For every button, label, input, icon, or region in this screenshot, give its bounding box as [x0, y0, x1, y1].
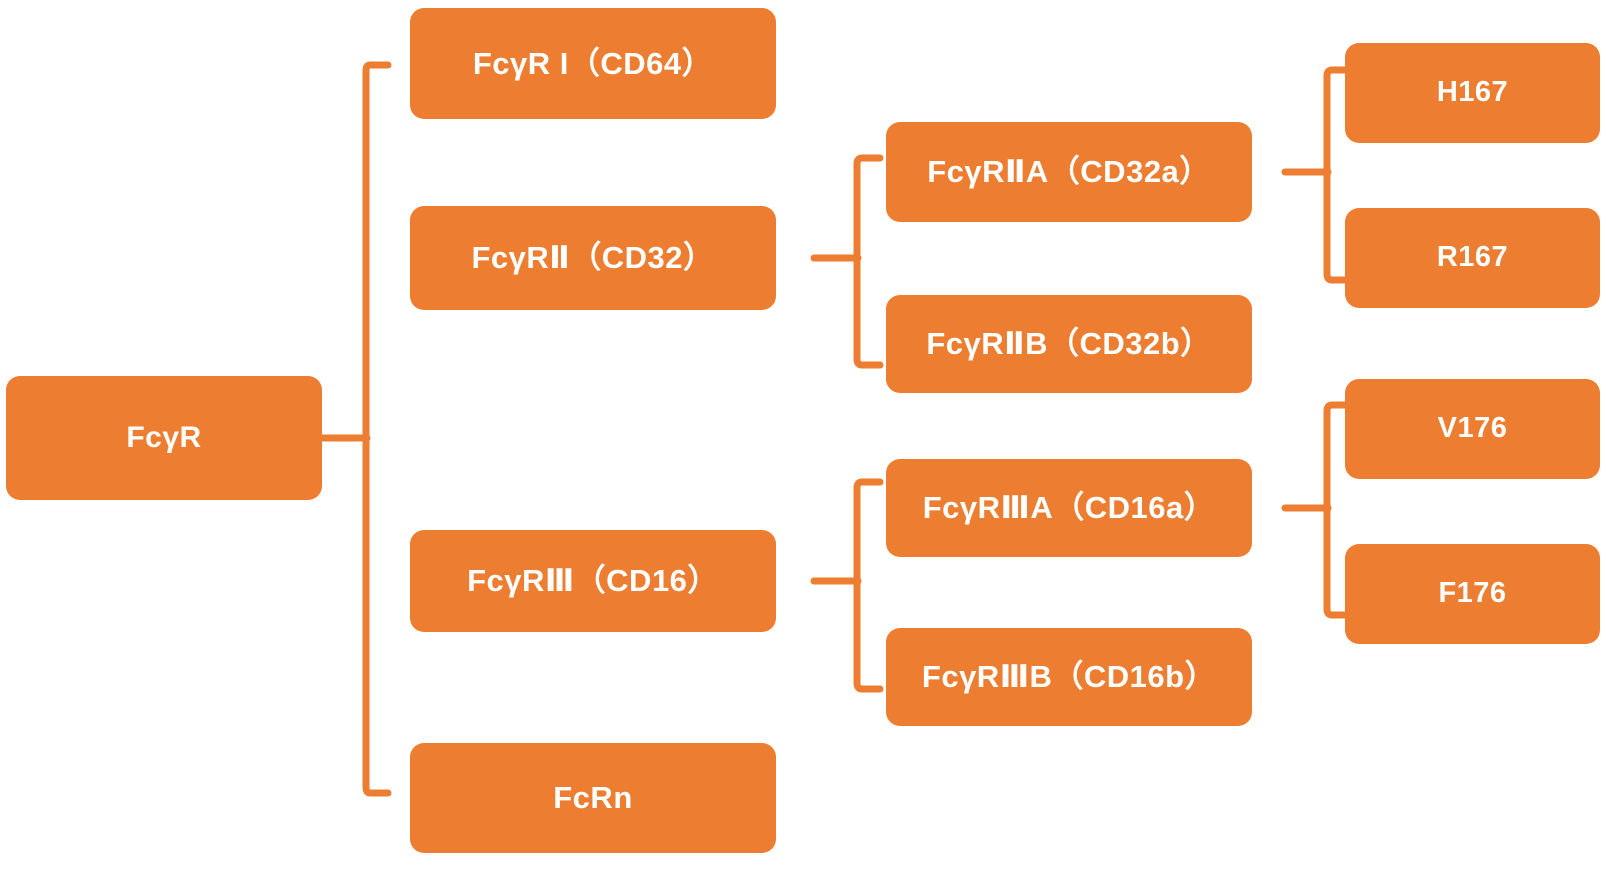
node-label: FcγR I（CD64） — [472, 45, 714, 81]
node-f176[interactable]: F176 — [1345, 544, 1600, 644]
node-label: H167 — [1436, 76, 1509, 109]
node-r167[interactable]: R167 — [1345, 208, 1600, 308]
node-label: FcγRⅡB（CD32b） — [926, 326, 1212, 362]
connector-bracket-root — [362, 61, 392, 797]
node-label: V176 — [1437, 412, 1508, 445]
node-label: FcγRⅢA（CD16a） — [922, 490, 1216, 526]
node-v176[interactable]: V176 — [1345, 379, 1600, 479]
node-fcgr-root[interactable]: FcγR — [6, 376, 322, 500]
node-fcgr3-cd16[interactable]: FcγRⅢ（CD16） — [410, 530, 776, 632]
node-fcrn[interactable]: FcRn — [410, 743, 776, 853]
node-label: FcγRⅡA（CD32a） — [927, 154, 1211, 190]
node-fcgr3b-cd16b[interactable]: FcγRⅢB（CD16b） — [886, 628, 1252, 726]
node-fcgr2a-cd32a[interactable]: FcγRⅡA（CD32a） — [886, 122, 1252, 222]
node-label: FcRn — [553, 780, 633, 816]
node-label: R167 — [1436, 241, 1509, 274]
connector-bracket-fcgr2 — [853, 154, 884, 369]
node-label: FcγRⅢB（CD16b） — [921, 659, 1217, 695]
connector-bracket-fcgr3 — [853, 478, 884, 693]
node-label: F176 — [1438, 577, 1507, 610]
node-label: FcγR — [126, 420, 202, 454]
node-fcgr2-cd32[interactable]: FcγRⅡ（CD32） — [410, 206, 776, 310]
node-fcgr3a-cd16a[interactable]: FcγRⅢA（CD16a） — [886, 459, 1252, 557]
node-fcgr1-cd64[interactable]: FcγR I（CD64） — [410, 8, 776, 119]
node-label: FcγRⅡ（CD32） — [471, 240, 715, 276]
node-fcgr2b-cd32b[interactable]: FcγRⅡB（CD32b） — [886, 295, 1252, 393]
node-h167[interactable]: H167 — [1345, 43, 1600, 143]
node-label: FcγRⅢ（CD16） — [467, 563, 719, 599]
